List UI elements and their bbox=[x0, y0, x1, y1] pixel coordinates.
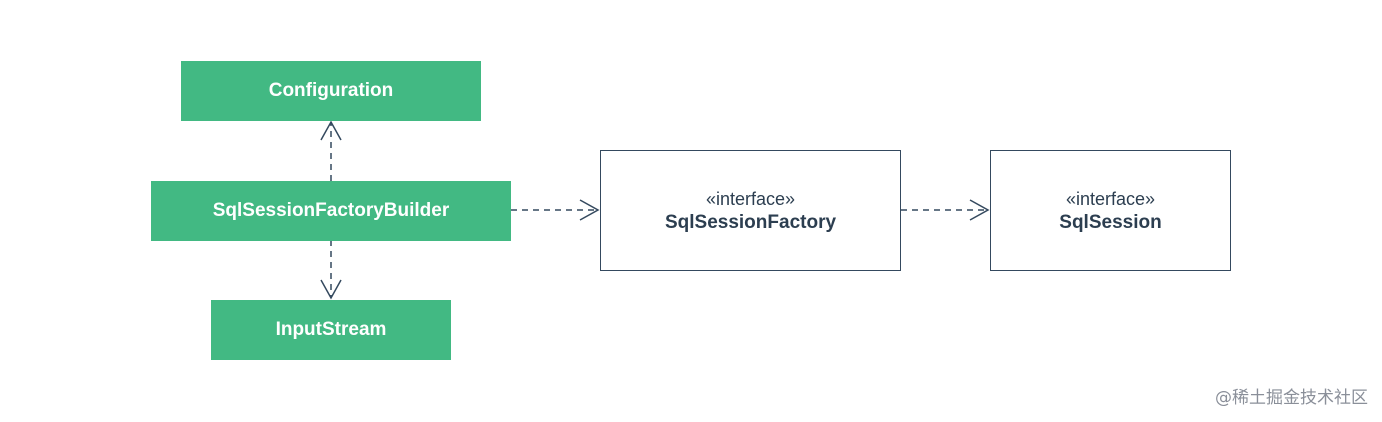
input-stream-label: InputStream bbox=[275, 319, 387, 340]
sql-session-label: SqlSession bbox=[1059, 211, 1162, 233]
input-stream-node: InputStream bbox=[211, 300, 451, 360]
watermark: @稀土掘金技术社区 bbox=[1215, 388, 1368, 408]
configuration-label: Configuration bbox=[268, 80, 394, 101]
sql-session-factory-builder-node: SqlSessionFactoryBuilder bbox=[151, 181, 511, 241]
arrowhead-session bbox=[969, 199, 990, 221]
sql-session-factory-interface-node: «interface» SqlSessionFactory bbox=[600, 150, 901, 271]
sql-session-factory-builder-label: SqlSessionFactoryBuilder bbox=[212, 200, 450, 221]
sql-session-interface-node: «interface» SqlSession bbox=[990, 150, 1231, 271]
arrowhead-factory bbox=[579, 199, 600, 221]
arrowhead-configuration bbox=[320, 120, 342, 141]
sql-session-factory-label: SqlSessionFactory bbox=[664, 211, 837, 233]
sql-session-factory-stereotype: «interface» bbox=[705, 188, 796, 209]
sql-session-stereotype: «interface» bbox=[1065, 188, 1156, 209]
configuration-node: Configuration bbox=[181, 61, 481, 121]
arrowhead-input-stream bbox=[320, 279, 342, 300]
